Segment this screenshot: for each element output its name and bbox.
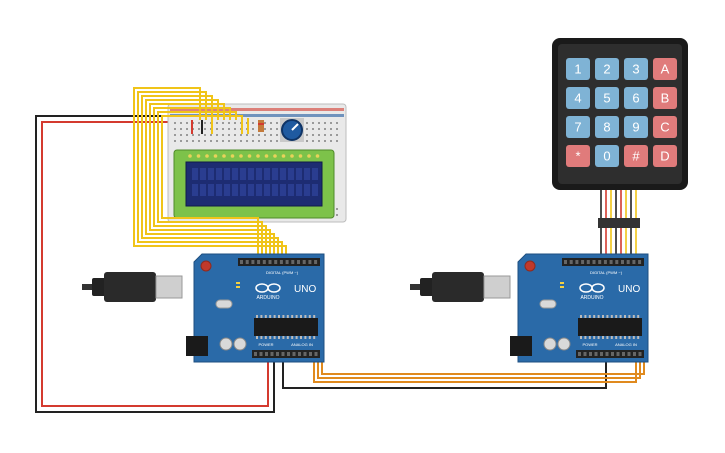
microcontroller-chip: [578, 315, 642, 339]
power-label: POWER: [258, 342, 273, 347]
arduino-logo: [579, 283, 605, 293]
keypad-key-label: 8: [603, 120, 610, 135]
digital-header: [562, 258, 644, 266]
potentiometer[interactable]: [280, 118, 304, 142]
arduino-logo: [255, 283, 281, 293]
keypad-key-label: 6: [632, 91, 639, 106]
digital-header: [238, 258, 320, 266]
usb-cable-right: [410, 272, 511, 302]
analog-header: [252, 350, 320, 358]
keypad-key[interactable]: 0: [595, 145, 619, 167]
keypad-key-label: 7: [574, 120, 581, 135]
power-jack[interactable]: [186, 336, 208, 356]
keypad-key-label: 3: [632, 62, 639, 77]
reset-button[interactable]: [524, 260, 536, 272]
lcd-character-cells: [192, 168, 318, 196]
keypad-key-label: D: [660, 149, 669, 164]
keypad-key[interactable]: 8: [595, 116, 619, 138]
keypad-key[interactable]: A: [653, 58, 677, 80]
digital-label: DIGITAL (PWM ~): [266, 270, 299, 275]
keypad-key[interactable]: 1: [566, 58, 590, 80]
board-brand: ARDUINO: [256, 295, 279, 301]
arduino-uno-right[interactable]: ARDUINO UNO DIGITAL (PWM ~) POWER ANALOG IN: [510, 253, 649, 363]
keypad-key[interactable]: 4: [566, 87, 590, 109]
orange-wires: [313, 362, 645, 383]
keypad-key-label: 5: [603, 91, 610, 106]
lcd-display: [173, 149, 335, 219]
keypad-key-label: 1: [574, 62, 581, 77]
keypad-key[interactable]: 3: [624, 58, 648, 80]
keypad-key[interactable]: 2: [595, 58, 619, 80]
keypad-key[interactable]: #: [624, 145, 648, 167]
red-wire: [41, 121, 269, 407]
keypad-key[interactable]: 5: [595, 87, 619, 109]
keypad-key-label: 4: [574, 91, 581, 106]
digital-label: DIGITAL (PWM ~): [590, 270, 623, 275]
keypad-key-label: A: [661, 62, 670, 77]
reset-button[interactable]: [200, 260, 212, 272]
keypad-key[interactable]: 7: [566, 116, 590, 138]
keypad-key[interactable]: C: [653, 116, 677, 138]
keypad-key-label: B: [661, 91, 670, 106]
keypad-key[interactable]: 6: [624, 87, 648, 109]
microcontroller-chip: [254, 315, 318, 339]
keypad-key-label: 0: [603, 149, 610, 164]
yellow-wires: [133, 87, 287, 258]
analog-label: ANALOG IN: [291, 342, 313, 347]
breadboard-jumpers: [191, 118, 249, 134]
analog-header: [576, 350, 644, 358]
keypad-key-label: 2: [603, 62, 610, 77]
keypad[interactable]: 1 2 3 A 4 5 6 B 7 8 9 C * 0 # D: [552, 38, 688, 190]
keypad-key-label: 9: [632, 120, 639, 135]
keypad-key-label: #: [632, 149, 640, 164]
keypad-key[interactable]: 9: [624, 116, 648, 138]
arduino-uno-left[interactable]: ARDUINO UNO DIGITAL (PWM ~) POWER ANALOG IN: [186, 253, 325, 363]
keypad-key-label: C: [660, 120, 669, 135]
black-wire: [35, 115, 275, 413]
analog-label: ANALOG IN: [615, 342, 637, 347]
power-label: POWER: [582, 342, 597, 347]
keypad-key-label: *: [575, 149, 580, 164]
board-brand: ARDUINO: [580, 295, 603, 301]
power-jack[interactable]: [510, 336, 532, 356]
keypad-connector: [598, 190, 640, 258]
resistor: [258, 120, 264, 132]
usb-cable-left: [82, 272, 183, 302]
keypad-key[interactable]: D: [653, 145, 677, 167]
lcd-pins: [188, 154, 320, 158]
board-model: UNO: [294, 284, 316, 295]
keypad-keys: 1 2 3 A 4 5 6 B 7 8 9 C * 0 # D: [566, 58, 677, 167]
board-model: UNO: [618, 284, 640, 295]
keypad-key[interactable]: B: [653, 87, 677, 109]
keypad-key[interactable]: *: [566, 145, 590, 167]
